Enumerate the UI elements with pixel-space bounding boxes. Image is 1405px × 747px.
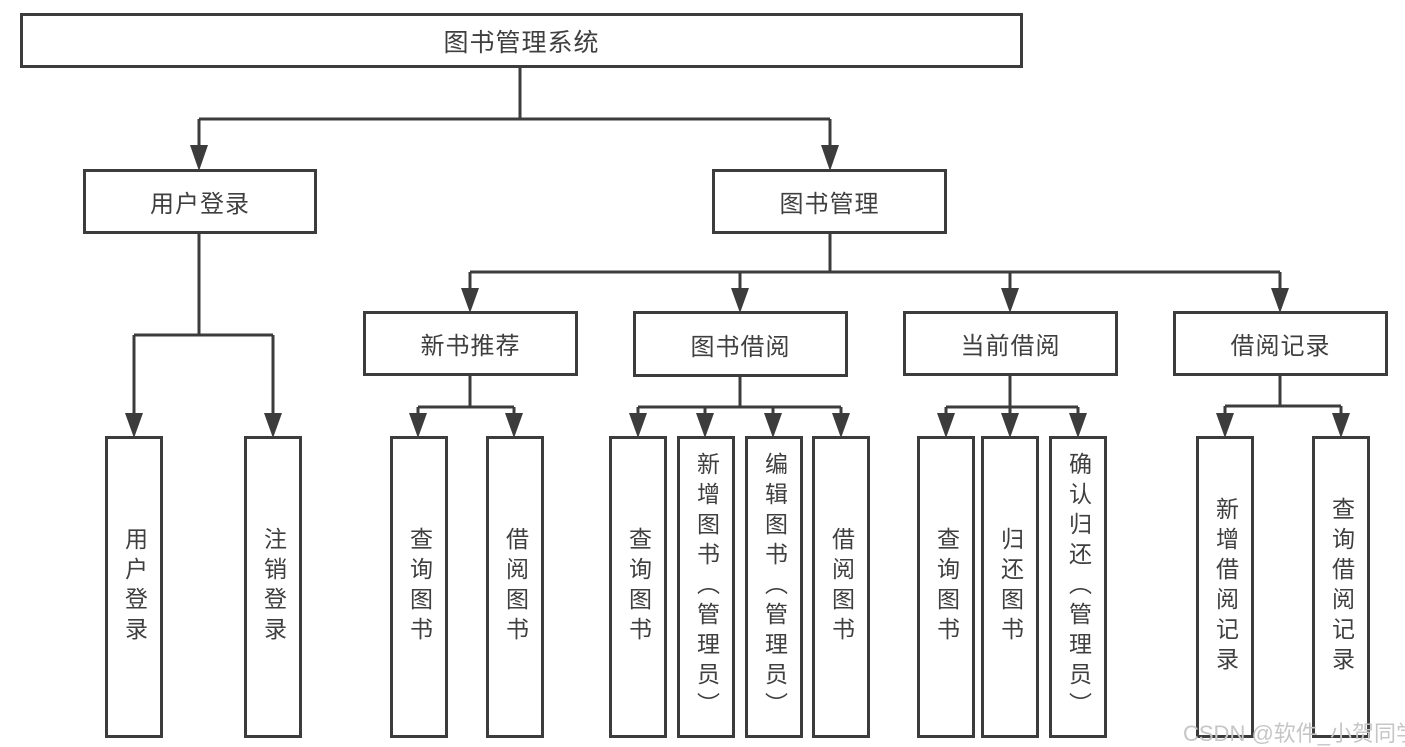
node-label: 图书管理系统 xyxy=(443,28,600,57)
node-label: 图书借阅 xyxy=(690,333,791,361)
leaf-label: 新增借阅记录 xyxy=(1212,497,1239,677)
leaf-label: 借阅图书 xyxy=(502,527,529,647)
leaf-label: 查询图书 xyxy=(933,527,960,647)
node-current-borrowing: 当前借阅 xyxy=(903,311,1118,376)
node-label: 当前借阅 xyxy=(960,333,1061,360)
node-book-borrowing: 图书借阅 xyxy=(633,311,848,377)
leaf-add-book-admin: 新增图书（管理员） xyxy=(677,436,735,738)
leaf-label: 确认归还（管理员） xyxy=(1065,452,1092,722)
node-label: 用户登录 xyxy=(150,191,250,218)
leaf-query-books-borrowing: 查询图书 xyxy=(609,436,667,738)
leaf-query-borrow-record: 查询借阅记录 xyxy=(1312,436,1370,738)
leaf-query-books-recommend: 查询图书 xyxy=(390,436,448,738)
node-user-login: 用户登录 xyxy=(83,169,317,234)
leaf-edit-book-admin: 编辑图书（管理员） xyxy=(745,436,803,738)
leaf-return-books: 归还图书 xyxy=(981,436,1039,738)
leaf-label: 查询图书 xyxy=(625,527,652,647)
leaf-add-borrow-record: 新增借阅记录 xyxy=(1196,436,1254,738)
leaf-label: 借阅图书 xyxy=(828,527,855,647)
leaf-label: 注销登录 xyxy=(260,527,287,647)
node-borrowing-records: 借阅记录 xyxy=(1173,311,1388,376)
leaf-logout: 注销登录 xyxy=(244,436,302,738)
csdn-watermark: CSDN @软件_小贺同学 xyxy=(1183,721,1405,746)
leaf-query-books-current: 查询图书 xyxy=(917,436,975,738)
node-new-book-recommend: 新书推荐 xyxy=(363,311,578,376)
leaf-label: 新增图书（管理员） xyxy=(693,452,720,722)
leaf-label: 查询借阅记录 xyxy=(1328,497,1355,677)
leaf-label: 编辑图书（管理员） xyxy=(761,452,788,722)
node-label: 图书管理 xyxy=(779,191,880,218)
leaf-confirm-return-admin: 确认归还（管理员） xyxy=(1049,436,1107,738)
leaf-label: 用户登录 xyxy=(121,527,148,647)
node-book-management: 图书管理 xyxy=(712,169,947,234)
node-library-management-system: 图书管理系统 xyxy=(20,13,1023,68)
leaf-label: 查询图书 xyxy=(406,527,433,647)
node-label: 新书推荐 xyxy=(420,333,521,360)
node-label: 借阅记录 xyxy=(1230,333,1331,360)
leaf-borrow-books-borrowing: 借阅图书 xyxy=(812,436,870,738)
leaf-borrow-books-recommend: 借阅图书 xyxy=(486,436,544,738)
leaf-label: 归还图书 xyxy=(997,527,1024,647)
leaf-user-login: 用户登录 xyxy=(105,436,163,738)
